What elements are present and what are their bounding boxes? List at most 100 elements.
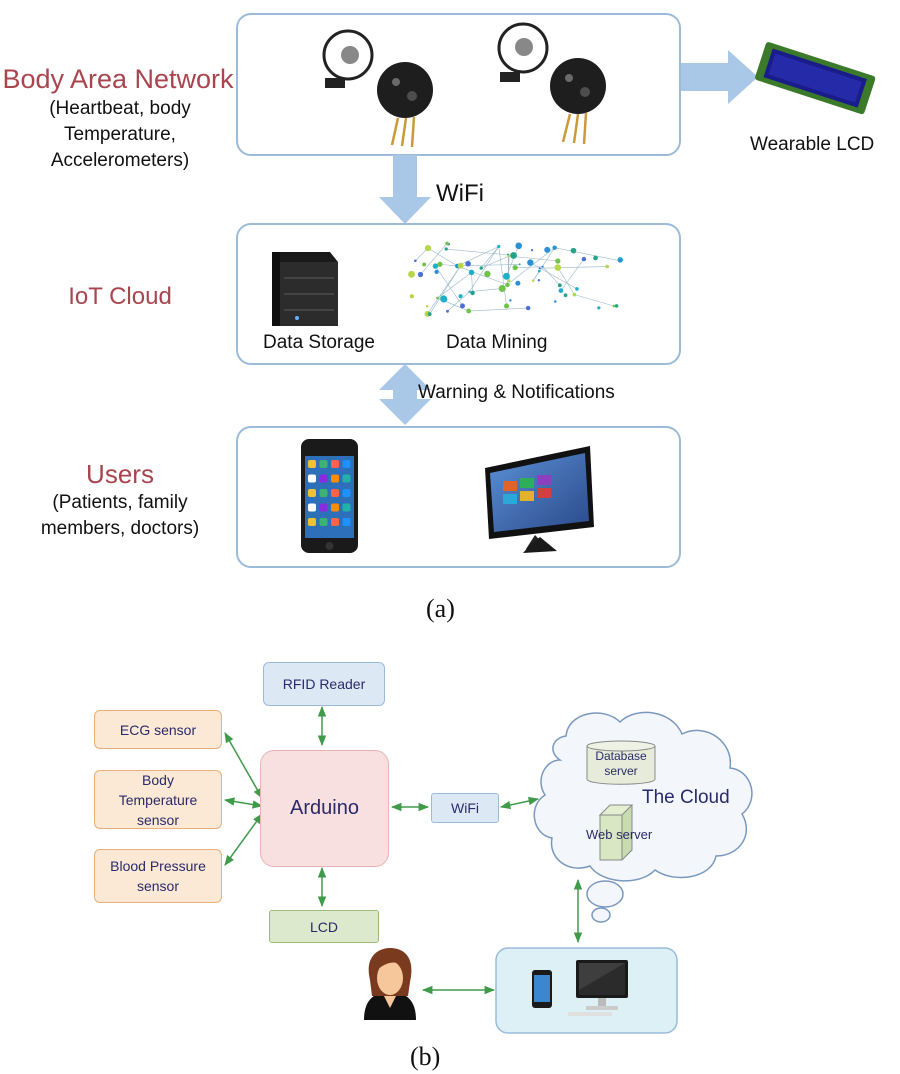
- app-icon: [331, 503, 339, 512]
- network-node: [544, 246, 551, 253]
- network-node: [575, 287, 579, 291]
- network-edge: [554, 247, 621, 262]
- network-node: [570, 247, 577, 254]
- network-node: [537, 269, 541, 273]
- network-edge: [509, 255, 558, 262]
- app-icon: [319, 489, 328, 497]
- network-edge: [439, 263, 458, 267]
- app-icon: [319, 518, 328, 526]
- network-edge: [560, 258, 585, 291]
- users-subtitle-line-1: (Patients, family: [52, 492, 188, 513]
- rfid-reader-box: RFID Reader: [263, 662, 385, 706]
- web-server-cube: [598, 804, 634, 861]
- network-node: [581, 256, 587, 262]
- network-edge: [557, 267, 575, 295]
- warning-label: Warning & Notifications: [418, 382, 615, 403]
- network-node: [426, 305, 429, 308]
- arduino-box: Arduino: [260, 750, 389, 867]
- network-node: [498, 284, 506, 292]
- network-edge: [429, 265, 461, 315]
- smartphone-icon: [301, 439, 358, 553]
- network-node: [518, 263, 521, 266]
- network-edge: [515, 266, 543, 268]
- network-node: [572, 292, 577, 297]
- lcd-label: LCD: [309, 918, 338, 935]
- network-node: [512, 265, 518, 271]
- app-icon: [319, 460, 328, 468]
- network-node: [497, 244, 501, 249]
- network-node: [554, 264, 562, 271]
- body-temp-line-3: sensor: [136, 811, 180, 828]
- app-icon: [308, 518, 316, 526]
- network-node: [466, 308, 472, 314]
- network-edge: [498, 246, 507, 307]
- network-node: [557, 283, 562, 288]
- body-temp-line-2: Temperature: [118, 791, 198, 808]
- web-server-label: Web server: [586, 827, 653, 842]
- data-storage-label: Data Storage: [263, 332, 375, 353]
- network-node: [427, 312, 432, 316]
- network-node: [515, 242, 522, 250]
- network-node: [563, 293, 568, 298]
- network-edge: [457, 265, 508, 286]
- network-node: [525, 305, 531, 311]
- app-icon: [342, 503, 351, 512]
- network-edge: [471, 272, 473, 293]
- network-node: [408, 270, 415, 278]
- network-edge: [507, 256, 510, 285]
- network-node: [465, 260, 471, 267]
- app-icon: [342, 489, 351, 497]
- app-icon: [308, 503, 316, 512]
- network-node: [436, 296, 439, 300]
- wearable-lcd-icon: [755, 42, 876, 115]
- network-node: [555, 258, 561, 264]
- network-node: [457, 262, 464, 269]
- app-icon: [308, 474, 316, 483]
- users-title: Users: [86, 459, 154, 489]
- network-edge: [437, 272, 472, 299]
- app-icon: [308, 460, 316, 468]
- database-line-2: server: [604, 764, 638, 778]
- blood-pressure-sensor-box: Blood Pressure sensor: [94, 849, 222, 903]
- network-edge: [420, 243, 448, 275]
- ban-subtitle: (Heartbeat, body Temperature, Accelerome…: [20, 96, 220, 174]
- network-edge: [539, 266, 608, 269]
- app-icon: [319, 503, 328, 512]
- network-node: [502, 272, 510, 280]
- monitor-icon: [485, 446, 594, 553]
- app-icon: [319, 474, 328, 483]
- network-node: [503, 303, 510, 309]
- network-node: [409, 294, 414, 299]
- app-icon: [342, 474, 351, 483]
- blood-pressure-line-2: sensor: [136, 878, 180, 894]
- network-node: [505, 282, 510, 288]
- network-node: [417, 271, 424, 278]
- network-node: [424, 244, 432, 252]
- the-cloud-title: The Cloud: [642, 787, 730, 808]
- network-node: [444, 247, 448, 251]
- app-icon: [342, 518, 351, 526]
- network-node: [507, 254, 511, 258]
- network-node: [432, 263, 439, 269]
- ban-title: Body Area Network: [2, 64, 234, 94]
- network-node: [614, 304, 619, 308]
- network-node: [618, 259, 622, 263]
- database-line-1: Database: [595, 749, 647, 763]
- network-node: [552, 245, 557, 250]
- phone-icon: [532, 970, 552, 1008]
- network-node: [468, 269, 475, 276]
- network-node: [612, 304, 616, 308]
- desktop-computer-icon: [568, 960, 628, 1016]
- app-icon: [331, 518, 339, 526]
- network-node: [605, 264, 610, 269]
- wifi-box-label: WiFi: [451, 800, 479, 816]
- app-icon: [308, 489, 316, 497]
- network-node: [510, 252, 517, 259]
- network-node: [414, 259, 417, 263]
- cloud-box: [236, 223, 681, 365]
- lcd-box: LCD: [269, 910, 379, 943]
- network-edge: [480, 246, 499, 269]
- network-edge: [574, 294, 614, 307]
- network-edge: [468, 307, 529, 312]
- network-node: [458, 294, 463, 299]
